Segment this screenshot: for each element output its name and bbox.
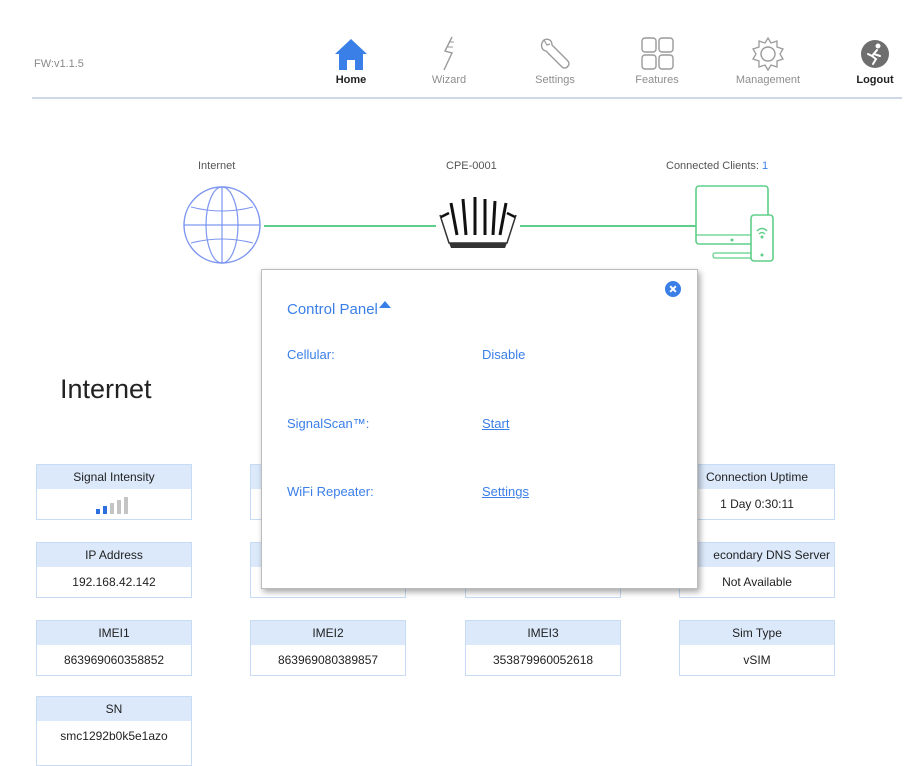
caret-up-icon [378,301,391,308]
card-value: 353879960052618 [492,653,594,667]
card-label: Signal Intensity [37,465,191,489]
internet-label: Internet [198,160,236,172]
internet-link-line [264,225,436,227]
header-divider [32,97,902,99]
cellular-label: Cellular: [287,347,335,362]
device-label: CPE-0001 [446,160,497,172]
card-label: IMEI3 [466,621,620,645]
control-panel-title-text: Control Panel [287,301,378,318]
nav-logout[interactable]: Logout [835,34,915,86]
card-sim-type: Sim Type vSIM [679,620,835,676]
wand-icon [443,36,454,71]
close-icon[interactable] [665,281,681,297]
card-imei2: IMEI2 863969080389857 [250,620,406,676]
card-label: Connection Uptime [680,465,834,489]
gear-icon [752,36,784,72]
card-label: Sim Type [680,621,834,645]
card-value: 192.168.42.142 [72,575,156,589]
control-panel-title[interactable]: Control Panel [287,301,391,318]
nav-settings[interactable]: Settings [515,34,595,86]
card-imei3: IMEI3 353879960052618 [465,620,621,676]
card-signal-intensity: Signal Intensity [36,464,192,520]
nav-wizard-label: Wizard [431,74,467,86]
card-value: 863969080389857 [277,653,379,667]
wifi-repeater-label: WiFi Repeater: [287,484,374,499]
wrench-icon [540,38,570,69]
clients-link-line [520,225,696,227]
card-ip-address: IP Address 192.168.42.142 [36,542,192,598]
firmware-version: FW:v1.1.5 [34,58,84,70]
nav-features[interactable]: Features [617,34,697,86]
nav-management-label: Management [735,74,801,86]
connected-clients-count[interactable]: 1 [762,160,769,172]
grid-icon [641,37,674,70]
card-label: IP Address [37,543,191,567]
connected-clients-label: Connected Clients: 1 [666,160,768,172]
wifi-repeater-settings-link[interactable]: Settings [482,484,529,499]
nav-features-label: Features [635,74,679,86]
clients-device-icon[interactable] [693,183,779,263]
card-sn: SN smc1292b0k5e1azo [36,696,192,766]
control-panel-popup: Control Panel Cellular: Disable SignalSc… [261,269,698,589]
nav-logout-label: Logout [856,74,894,86]
logout-icon [861,40,889,68]
card-value: vSIM [743,653,771,667]
card-imei1: IMEI1 863969060358852 [36,620,192,676]
signalscan-label: SignalScan™: [287,416,370,431]
cellular-status[interactable]: Disable [482,347,526,362]
card-label: SN [37,697,191,721]
nav-settings-label: Settings [535,74,575,86]
nav-home[interactable]: Home [311,34,391,86]
globe-icon[interactable] [180,183,264,267]
card-secondary-dns: econdary DNS Server Not Available [679,542,835,598]
home-icon [335,39,367,70]
card-value: 863969060358852 [63,653,165,667]
card-label: econdary DNS Server [680,543,834,567]
card-value: Not Available [722,575,792,589]
signal-bars-icon [96,496,128,514]
card-value: 1 Day 0:30:11 [720,497,794,511]
router-icon[interactable] [435,195,521,251]
nav-wizard[interactable]: Wizard [409,34,489,86]
card-value: smc1292b0k5e1azo [60,729,168,743]
section-title-internet: Internet [60,374,152,404]
nav-management[interactable]: Management [728,34,808,86]
connected-clients-text: Connected Clients: [666,160,759,172]
card-value [37,489,191,519]
card-connection-uptime: Connection Uptime 1 Day 0:30:11 [679,464,835,520]
signalscan-start-link[interactable]: Start [482,416,510,431]
card-label: IMEI1 [37,621,191,645]
nav-home-label: Home [335,74,367,86]
card-label: IMEI2 [251,621,405,645]
